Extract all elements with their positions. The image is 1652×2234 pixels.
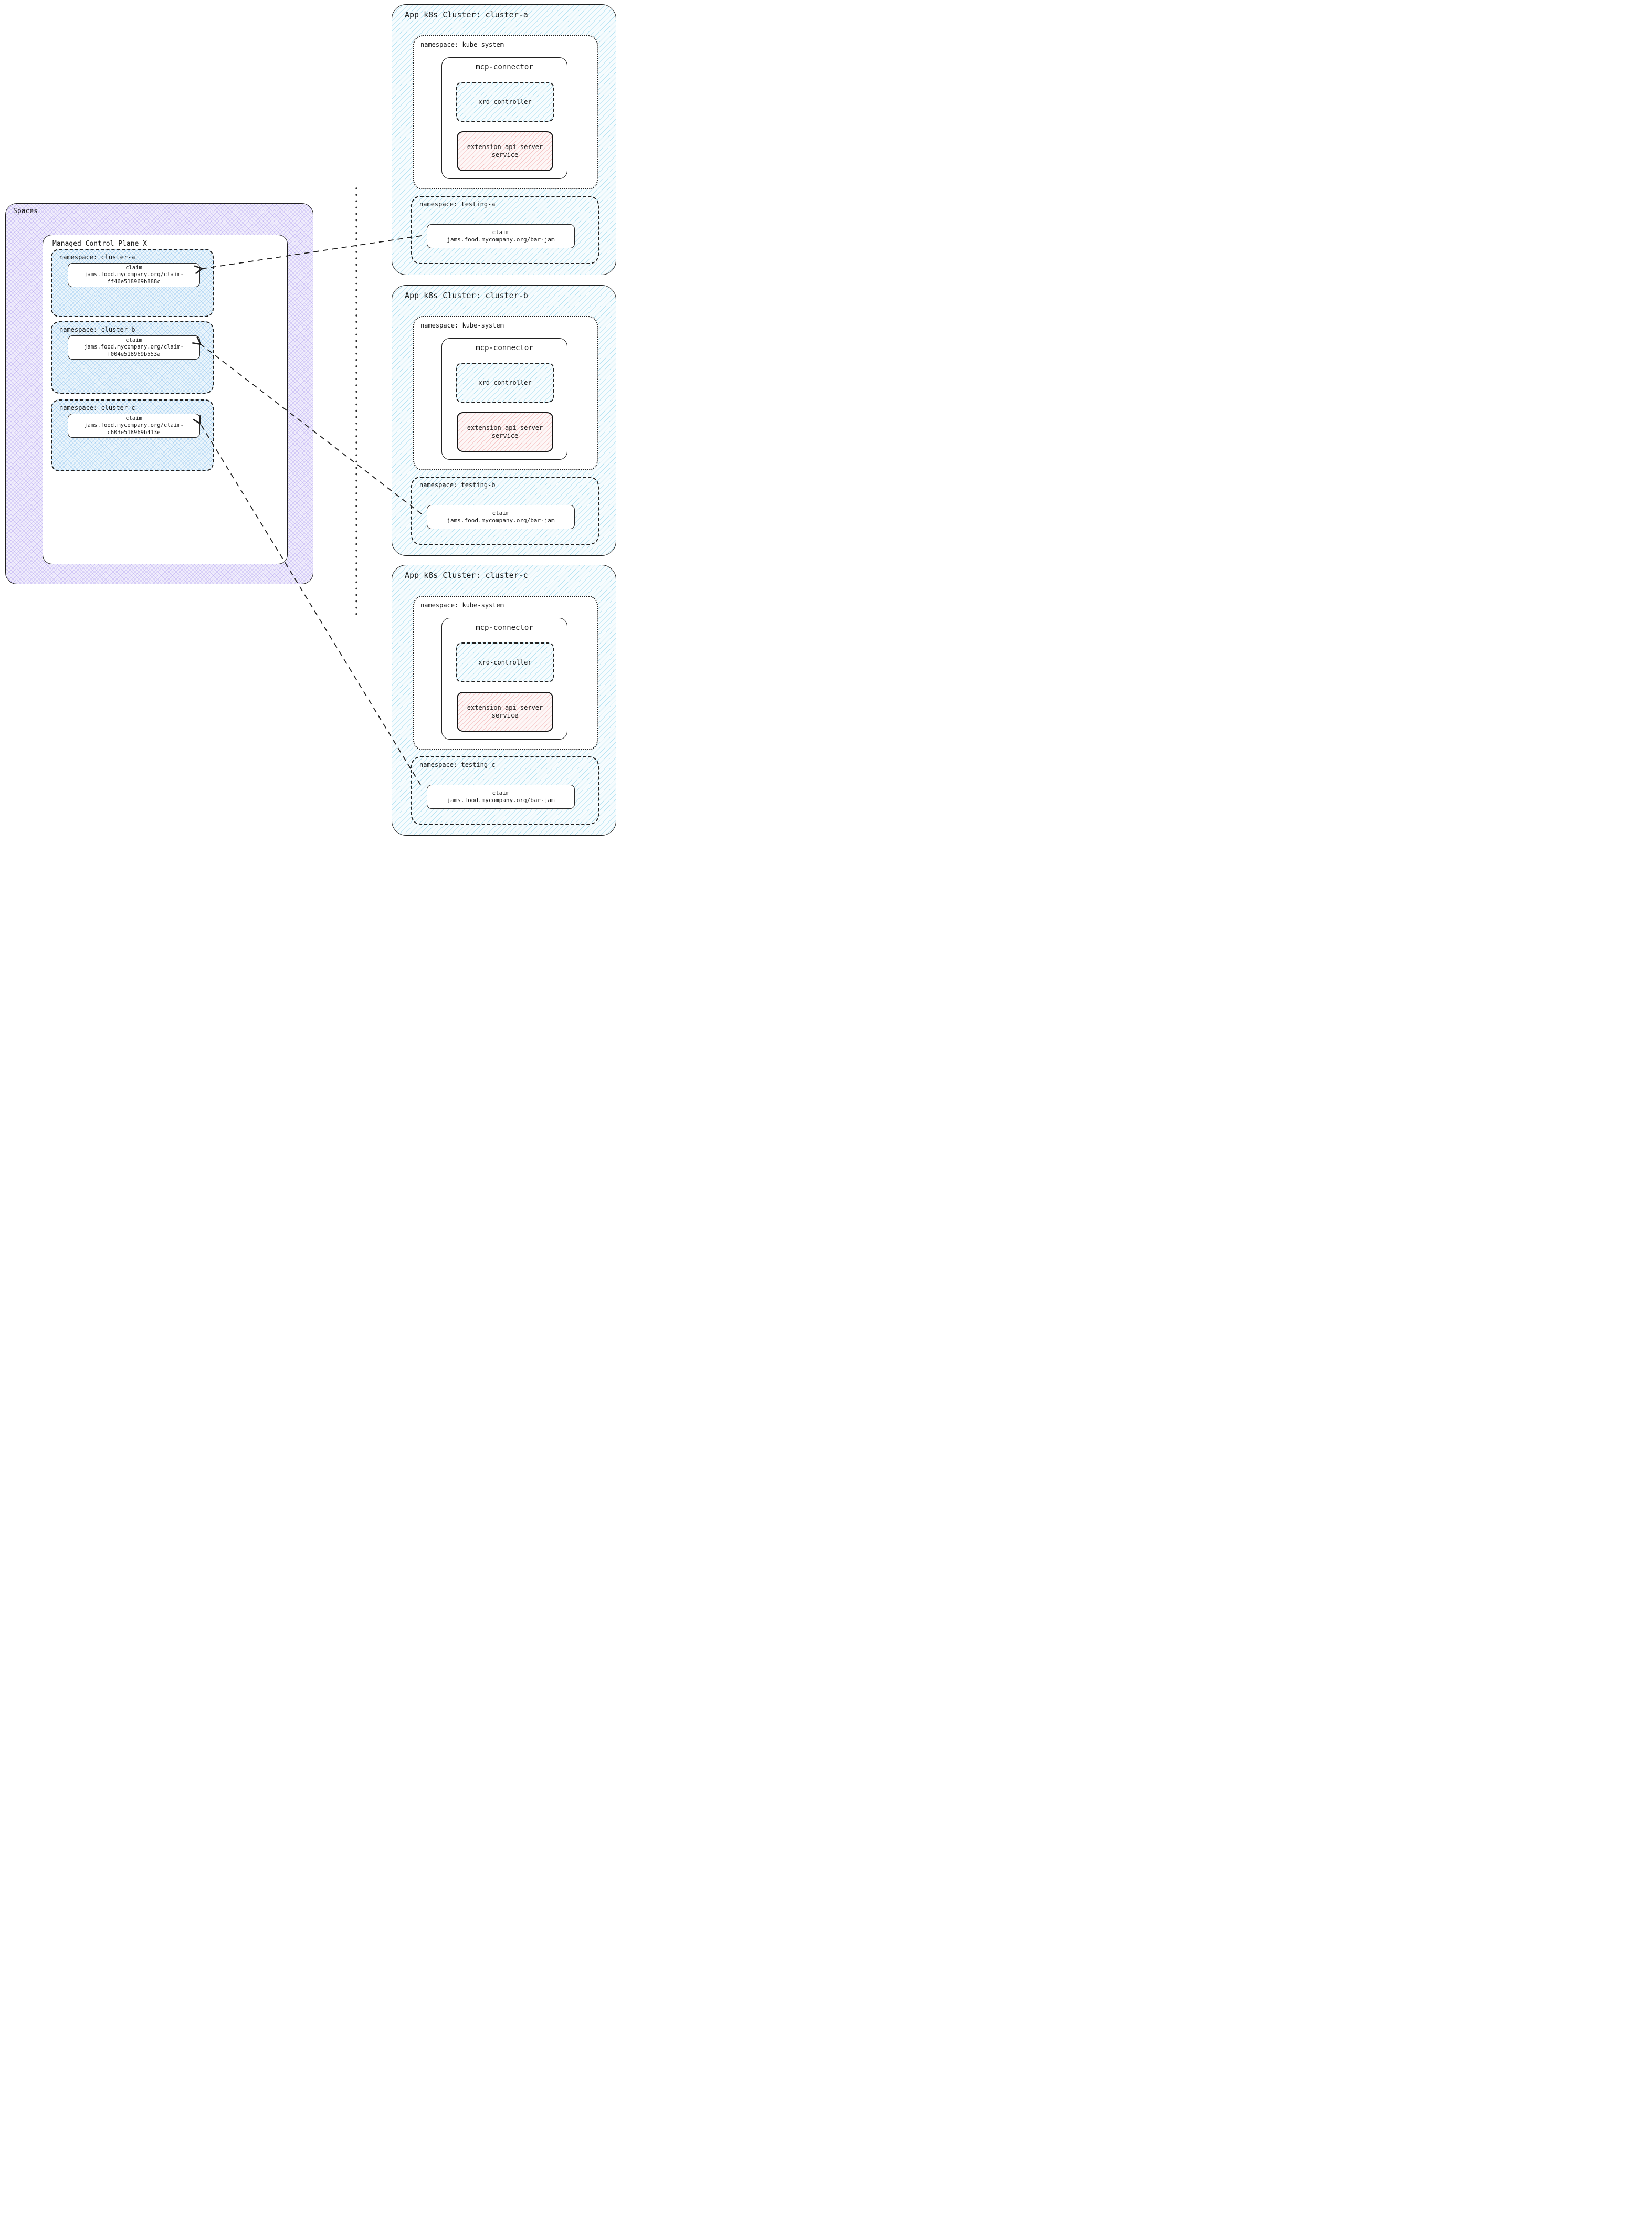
claim-line1: jams.food.mycompany.org/claim- [84,422,184,429]
claim-title: claim [125,415,142,421]
claim-title: claim [492,789,510,796]
spaces-box: Spaces Managed Control Plane X namespace… [5,203,313,584]
claim-text: jams.food.mycompany.org/bar-jam [447,236,555,243]
app-cluster-a-box: App k8s Cluster: cluster-a namespace: ku… [392,4,616,275]
testing-b-namespace-label: namespace: testing-b [419,481,496,489]
mcp-connector-box: mcp-connector xrd-controller extension a… [441,338,567,460]
managed-control-plane-title: Managed Control Plane X [52,240,148,248]
spaces-title: Spaces [13,207,38,215]
testing-a-namespace-label: namespace: testing-a [419,201,496,208]
app-cluster-b-box: App k8s Cluster: cluster-b namespace: ku… [392,285,616,556]
mcp-connector-box: mcp-connector xrd-controller extension a… [441,618,567,740]
testing-b-namespace-box: namespace: testing-b claim jams.food.myc… [411,477,599,545]
mcp-connector-title: mcp-connector [476,624,533,632]
kube-system-namespace-box: namespace: kube-system mcp-connector xrd… [413,596,598,750]
extension-service-line1: extension api server [467,704,543,711]
kube-system-namespace-box: namespace: kube-system mcp-connector xrd… [413,35,598,189]
namespace-cluster-c-box: namespace: cluster-c claim jams.food.myc… [51,399,214,471]
app-cluster-c-box: App k8s Cluster: cluster-c namespace: ku… [392,565,616,836]
namespace-cluster-b-label: namespace: cluster-b [59,326,135,333]
xrd-controller-box: xrd-controller [456,82,554,122]
extension-api-server-service-box: extension api server service [457,412,553,452]
claim-text: jams.food.mycompany.org/bar-jam [447,797,555,804]
claim-title: claim [492,228,510,236]
extension-service-line1: extension api server [467,424,543,431]
claim-box-testing-a: claim jams.food.mycompany.org/bar-jam [427,224,575,248]
diagram-canvas: Spaces Managed Control Plane X namespace… [0,0,619,838]
claim-text: jams.food.mycompany.org/bar-jam [447,517,555,524]
claim-title: claim [125,264,142,271]
claim-line2: ff46e518969b888c [107,278,161,285]
claim-line2: c603e518969b413e [107,429,161,436]
kube-system-namespace-label: namespace: kube-system [420,322,504,329]
mcp-connector-title: mcp-connector [476,63,533,71]
xrd-controller-box: xrd-controller [456,363,554,403]
testing-c-namespace-box: namespace: testing-c claim jams.food.myc… [411,756,599,825]
extension-service-line2: service [491,432,519,439]
extension-api-server-service-box: extension api server service [457,131,553,171]
kube-system-namespace-box: namespace: kube-system mcp-connector xrd… [413,316,598,470]
app-cluster-b-title: App k8s Cluster: cluster-b [405,291,528,300]
claim-box-cluster-c: claim jams.food.mycompany.org/claim- c60… [68,414,200,438]
mcp-connector-box: mcp-connector xrd-controller extension a… [441,57,567,179]
extension-service-line2: service [491,712,519,719]
testing-a-namespace-box: namespace: testing-a claim jams.food.myc… [411,196,599,264]
mcp-connector-title: mcp-connector [476,344,533,352]
extension-service-line2: service [491,151,519,159]
testing-c-namespace-label: namespace: testing-c [419,761,496,768]
claim-box-cluster-b: claim jams.food.mycompany.org/claim- f00… [68,335,200,360]
namespace-cluster-c-label: namespace: cluster-c [59,404,135,412]
kube-system-namespace-label: namespace: kube-system [420,41,504,48]
app-cluster-c-title: App k8s Cluster: cluster-c [405,571,528,580]
extension-service-line1: extension api server [467,143,543,151]
claim-line1: jams.food.mycompany.org/claim- [84,271,184,278]
namespace-cluster-a-box: namespace: cluster-a claim jams.food.myc… [51,249,214,317]
claim-title: claim [125,336,142,343]
kube-system-namespace-label: namespace: kube-system [420,602,504,609]
app-cluster-a-title: App k8s Cluster: cluster-a [405,10,528,19]
managed-control-plane-box: Managed Control Plane X namespace: clust… [43,235,288,564]
namespace-cluster-a-label: namespace: cluster-a [59,254,135,261]
namespace-cluster-b-box: namespace: cluster-b claim jams.food.myc… [51,321,214,394]
claim-title: claim [492,509,510,517]
claim-line2: f004e518969b553a [107,351,161,357]
xrd-controller-box: xrd-controller [456,642,554,682]
claim-box-testing-b: claim jams.food.mycompany.org/bar-jam [427,505,575,529]
claim-box-testing-c: claim jams.food.mycompany.org/bar-jam [427,785,575,809]
extension-api-server-service-box: extension api server service [457,692,553,732]
claim-box-cluster-a: claim jams.food.mycompany.org/claim- ff4… [68,263,200,287]
claim-line1: jams.food.mycompany.org/claim- [84,344,184,351]
